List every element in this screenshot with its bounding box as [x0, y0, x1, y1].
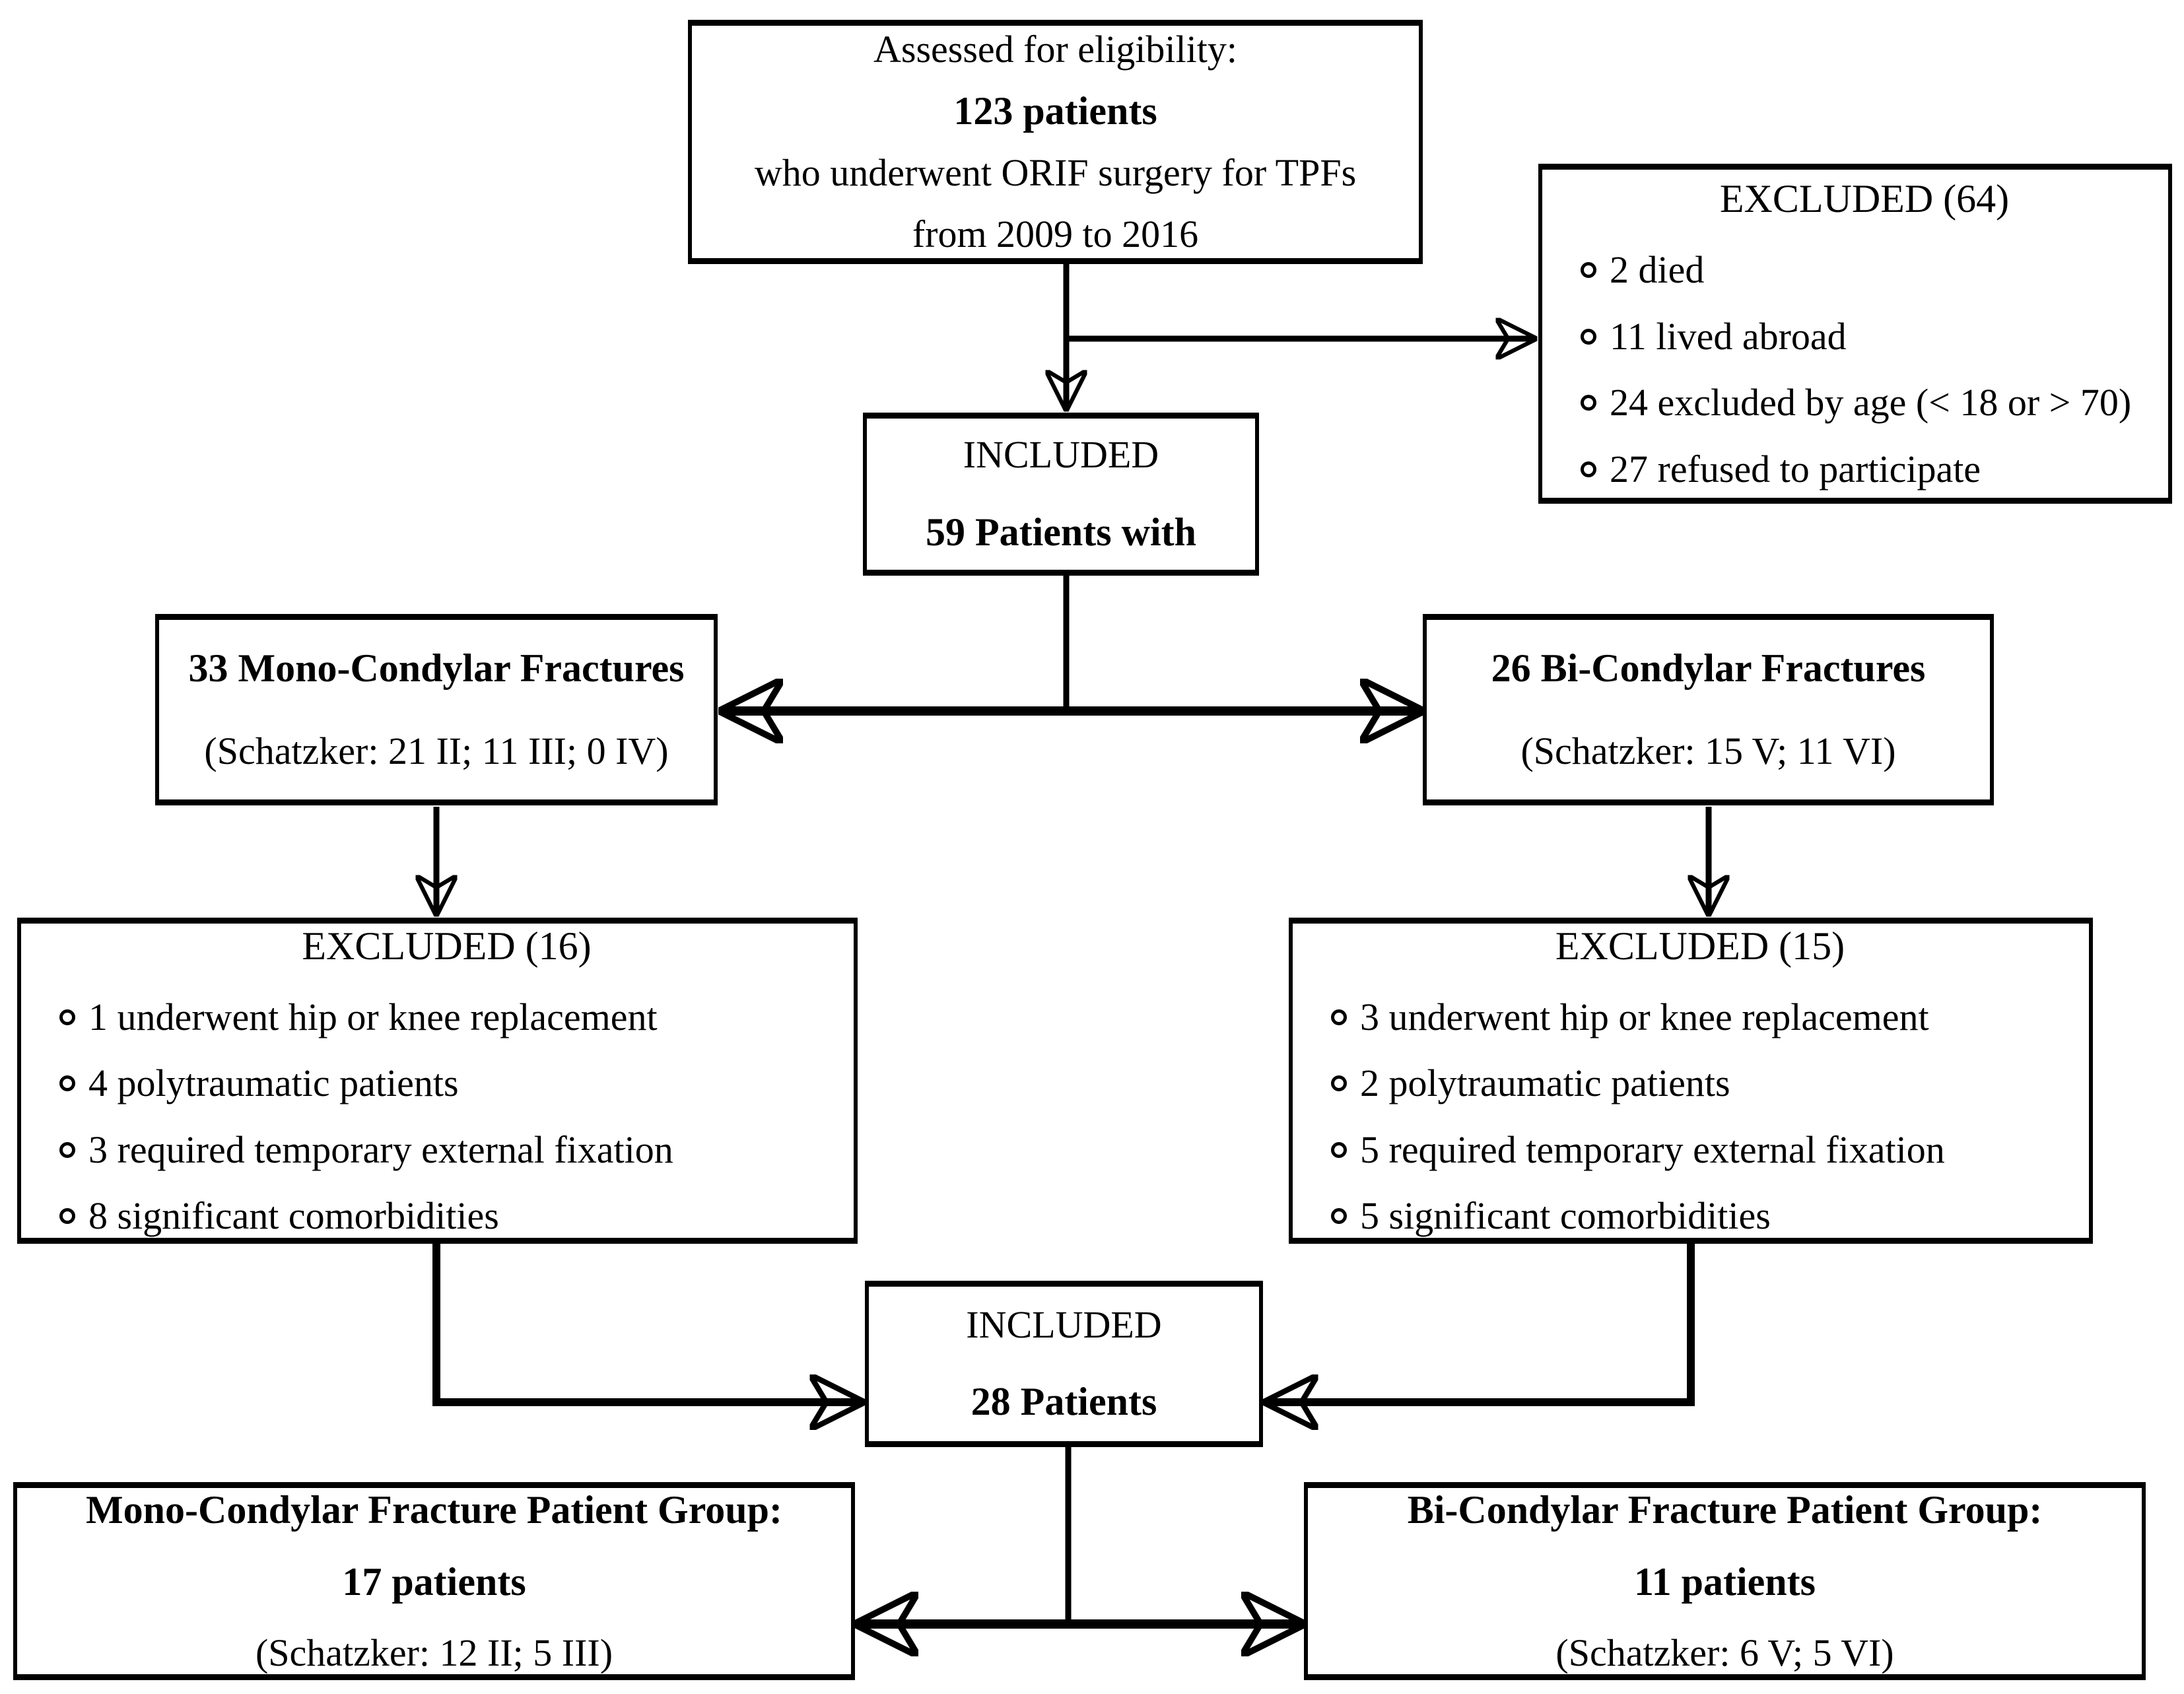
assessed-line: who underwent ORIF surgery for TPFs	[754, 151, 1357, 195]
excluded-top-item: 24 excluded by age (< 18 or > 70)	[1610, 381, 2132, 424]
excluded-top-item: 27 refused to participate	[1610, 447, 1981, 491]
bullet-circle-icon	[59, 1009, 75, 1025]
excluded-bi-item: 5 required temporary external fixation	[1360, 1128, 1945, 1171]
included-28-title: INCLUDED	[966, 1303, 1162, 1347]
excluded-top-item: 11 lived abroad	[1610, 314, 1847, 358]
bi-fractures-box: 26 Bi-Condylar Fractures (Schatzker: 15 …	[1423, 614, 1994, 805]
list-item: 27 refused to participate	[1581, 446, 2148, 494]
list-item: 3 required temporary external fixation	[59, 1126, 834, 1174]
list-item: 4 polytraumatic patients	[59, 1060, 834, 1108]
list-item: 5 required temporary external fixation	[1331, 1126, 2069, 1174]
included-28-count: 28 Patients	[971, 1379, 1157, 1423]
assessed-count: 123 patients	[953, 89, 1157, 133]
excluded-mono-item: 4 polytraumatic patients	[88, 1062, 459, 1104]
included-59-title: INCLUDED	[963, 432, 1159, 476]
mono-group-title: Mono-Condylar Fracture Patient Group:	[86, 1487, 782, 1532]
excluded-mono-item: 1 underwent hip or knee replacement	[88, 995, 658, 1038]
list-item: 2 polytraumatic patients	[1331, 1060, 2069, 1108]
excluded-bi-box: EXCLUDED (15) 3 underwent hip or knee re…	[1289, 918, 2093, 1244]
mono-fractures-box: 33 Mono-Condylar Fractures (Schatzker: 2…	[155, 614, 718, 805]
excluded-bi-item: 2 polytraumatic patients	[1360, 1062, 1730, 1104]
bullet-circle-icon	[1581, 395, 1596, 411]
bi-group-count: 11 patients	[1633, 1559, 1816, 1604]
bi-fractures-count: 26 Bi-Condylar Fractures	[1491, 646, 1926, 691]
excluded-bi-item: 5 significant comorbidities	[1360, 1194, 1771, 1237]
excluded-bi-title: EXCLUDED (15)	[1555, 924, 1845, 968]
bi-group-title: Bi-Condylar Fracture Patient Group:	[1407, 1487, 2043, 1532]
included-59-box: INCLUDED 59 Patients with	[863, 413, 1259, 576]
arrow-excluded-mono-to-included28	[432, 1244, 860, 1402]
bi-fractures-schatzker: (Schatzker: 15 V; 11 VI)	[1520, 729, 1896, 773]
list-item: 3 underwent hip or knee replacement	[1331, 994, 2069, 1042]
mono-group-count: 17 patients	[342, 1559, 526, 1604]
bullet-circle-icon	[1331, 1141, 1347, 1158]
bullet-circle-icon	[59, 1141, 75, 1158]
excluded-mono-item: 3 required temporary external fixation	[88, 1128, 673, 1171]
excluded-top-item: 2 died	[1610, 248, 1705, 291]
assessed-line: Assessed for eligibility:	[873, 27, 1237, 71]
mono-fractures-count: 33 Mono-Condylar Fractures	[188, 646, 685, 691]
excluded-mono-item: 8 significant comorbidities	[88, 1194, 499, 1237]
bi-group-box: Bi-Condylar Fracture Patient Group: 11 p…	[1304, 1482, 2146, 1680]
list-item: 5 significant comorbidities	[1331, 1192, 2069, 1240]
list-item: 11 lived abroad	[1581, 313, 2148, 361]
bullet-circle-icon	[1331, 1009, 1347, 1025]
mono-fractures-schatzker: (Schatzker: 21 II; 11 III; 0 IV)	[204, 729, 669, 773]
arrow-excluded-bi-to-included28	[1268, 1244, 1695, 1402]
bullet-circle-icon	[1581, 328, 1596, 345]
list-item: 24 excluded by age (< 18 or > 70)	[1581, 379, 2148, 427]
bullet-circle-icon	[1581, 262, 1596, 279]
excluded-mono-title: EXCLUDED (16)	[302, 924, 592, 968]
mono-group-schatzker: (Schatzker: 12 II; 5 III)	[255, 1631, 613, 1674]
mono-group-box: Mono-Condylar Fracture Patient Group: 17…	[13, 1482, 855, 1680]
list-item: 2 died	[1581, 246, 2148, 294]
list-item: 1 underwent hip or knee replacement	[59, 994, 834, 1042]
bullet-circle-icon	[59, 1208, 75, 1225]
included-59-count: 59 Patients with	[926, 510, 1196, 555]
bullet-circle-icon	[1581, 461, 1596, 477]
excluded-bi-item: 3 underwent hip or knee replacement	[1360, 995, 1929, 1038]
bullet-circle-icon	[59, 1075, 75, 1092]
included-28-box: INCLUDED 28 Patients	[865, 1281, 1263, 1447]
excluded-top-title: EXCLUDED (64)	[1719, 177, 2010, 220]
excluded-mono-box: EXCLUDED (16) 1 underwent hip or knee re…	[17, 918, 858, 1244]
assessed-line: from 2009 to 2016	[912, 212, 1199, 255]
bullet-circle-icon	[1331, 1075, 1347, 1092]
assessed-eligibility-box: Assessed for eligibility: 123 patients w…	[688, 20, 1423, 264]
excluded-top-box: EXCLUDED (64) 2 died 11 lived abroad 24 …	[1538, 164, 2172, 504]
list-item: 8 significant comorbidities	[59, 1192, 834, 1240]
bi-group-schatzker: (Schatzker: 6 V; 5 VI)	[1555, 1631, 1894, 1674]
bullet-circle-icon	[1331, 1208, 1347, 1225]
